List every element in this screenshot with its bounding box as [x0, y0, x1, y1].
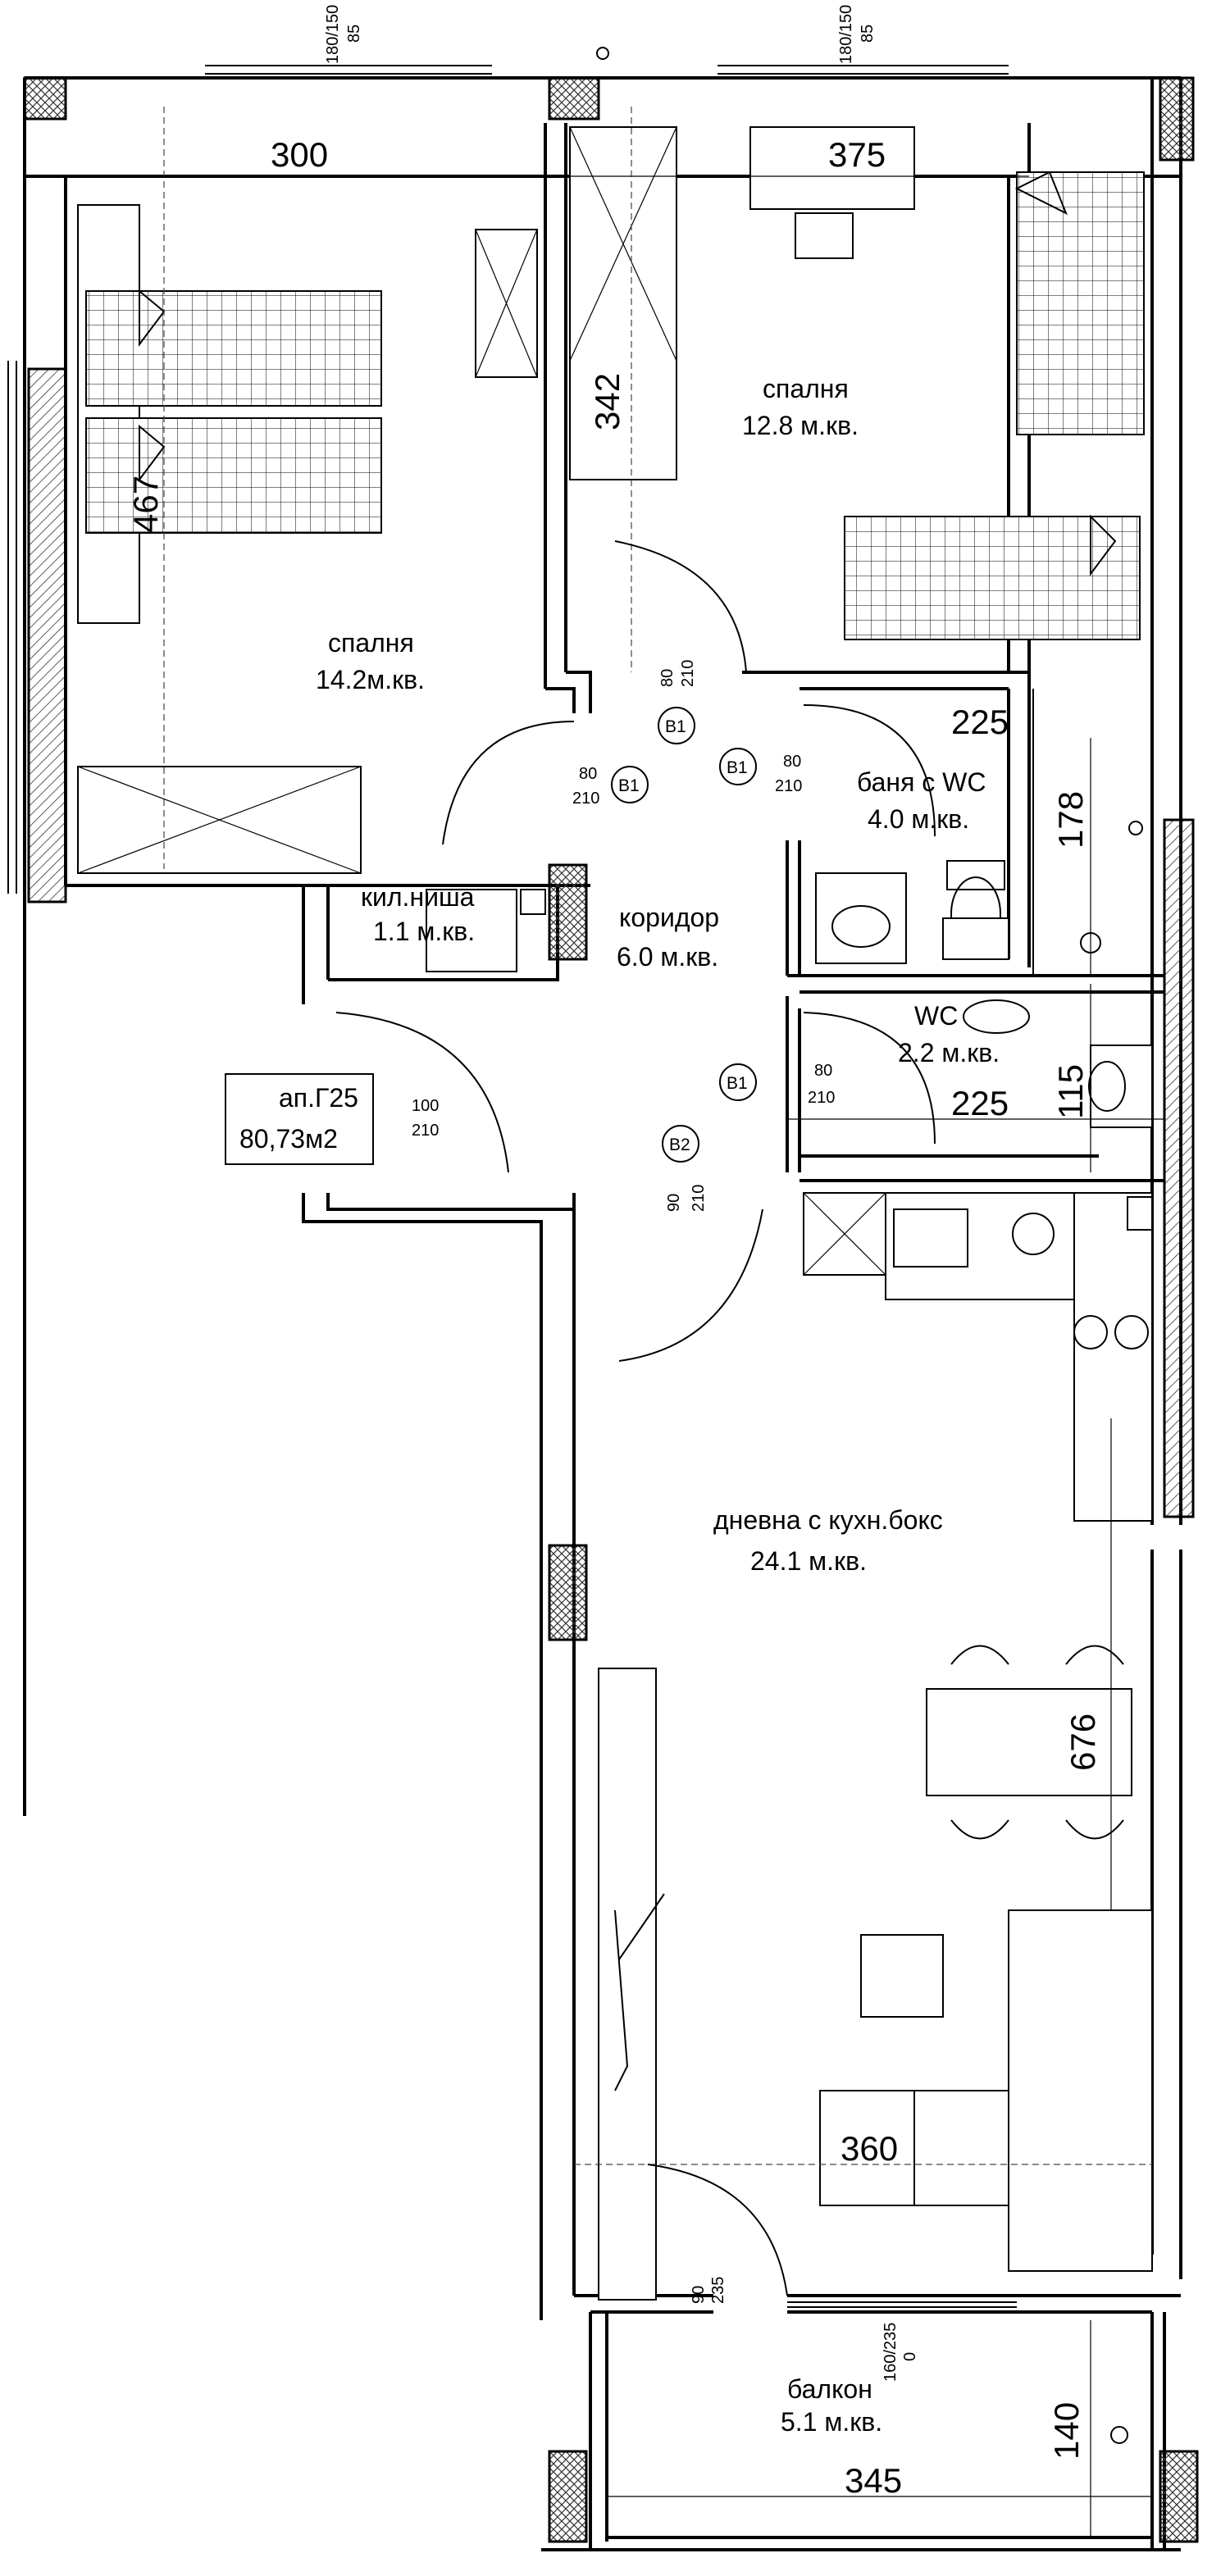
door-wc-tag: B1 [727, 1074, 748, 1093]
living-area: 24.1 м.кв. [750, 1546, 867, 1576]
door-bath-tag: B1 [727, 758, 748, 777]
columns [23, 76, 1199, 2543]
apartment-label-box [225, 1073, 374, 1165]
masonry [27, 367, 1195, 1518]
bedroom-right-area: 12.8 м.кв. [742, 411, 859, 440]
corridor-area: 6.0 м.кв. [617, 942, 718, 972]
balcony-door-size: 160/235 [882, 2323, 900, 2382]
wc-name: WC [914, 1001, 958, 1031]
door-bed1-height: 210 [572, 790, 599, 808]
bedroom-left-name: спалня [328, 628, 414, 658]
door-bath-width: 80 [783, 753, 801, 771]
dim-342: 342 [588, 373, 626, 430]
dim-676: 676 [1064, 1714, 1102, 1771]
door-bed2-width: 80 [658, 669, 676, 687]
door-wc-height: 210 [808, 1089, 835, 1107]
dim-360: 360 [840, 2129, 898, 2168]
door-bed1-tag: B1 [618, 776, 640, 795]
apartment-area: 80,73м2 [239, 1124, 338, 1154]
doors [335, 540, 936, 2296]
door-balcony-height: 235 [709, 2277, 727, 2304]
door-living-width: 90 [665, 1194, 683, 1212]
dim-467: 467 [126, 476, 165, 533]
corridor-name: коридор [619, 903, 719, 932]
bedroom-left-furniture [77, 107, 538, 874]
door-bed2-height: 210 [679, 660, 697, 687]
window1-size: 180/150 [324, 5, 342, 64]
bathroom-area: 4.0 м.кв. [868, 804, 969, 834]
dim-300: 300 [271, 135, 328, 174]
bath-fixtures [815, 689, 1153, 1128]
wc-area: 2.2 м.кв. [898, 1038, 1000, 1067]
dim-345: 345 [845, 2461, 902, 2500]
dim-140: 140 [1047, 2402, 1086, 2460]
dim-115: 115 [1051, 1064, 1090, 1119]
bedroom-right-name: спалня [763, 374, 849, 403]
door-entry-height: 210 [412, 1122, 439, 1140]
dim-225-bath: 225 [951, 703, 1009, 741]
door-wc-width: 80 [814, 1062, 832, 1080]
dim-178: 178 [1051, 791, 1090, 849]
dim-225-wc: 225 [951, 1084, 1009, 1122]
balcony-area: 5.1 м.кв. [781, 2407, 882, 2437]
balcony-door-sill: 0 [901, 2352, 919, 2361]
door-bed2-tag: B1 [665, 717, 686, 736]
pantry-area: 1.1 м.кв. [373, 917, 475, 946]
bedroom-right-furniture [569, 107, 1145, 672]
window2-size: 180/150 [837, 5, 855, 64]
door-tags [596, 47, 757, 1163]
living-furniture [574, 1645, 1153, 2444]
bathroom-name: баня с WC [857, 767, 986, 797]
pantry-fixtures [426, 889, 546, 972]
window1-sill: 85 [345, 25, 363, 43]
window2-sill: 85 [859, 25, 877, 43]
door-balcony-width: 90 [690, 2286, 708, 2304]
dim-375: 375 [828, 135, 886, 174]
dimension-lines [49, 175, 1164, 2537]
bedroom-left-area: 14.2м.кв. [316, 665, 425, 694]
pantry-name: кил.ниша [361, 882, 475, 912]
balcony-name: балкон [787, 2374, 872, 2404]
door-living-tag: B2 [669, 1136, 690, 1154]
door-living-height: 210 [690, 1185, 708, 1212]
windows [7, 65, 1017, 2308]
door-entry-width: 100 [412, 1097, 439, 1115]
kitchen-fixtures [803, 1192, 1153, 1522]
door-bath-height: 210 [775, 777, 802, 795]
apartment-id: ап.Г25 [279, 1083, 358, 1113]
door-bed1-width: 80 [579, 765, 597, 783]
living-name: дневна с кухн.бокс [713, 1505, 943, 1535]
